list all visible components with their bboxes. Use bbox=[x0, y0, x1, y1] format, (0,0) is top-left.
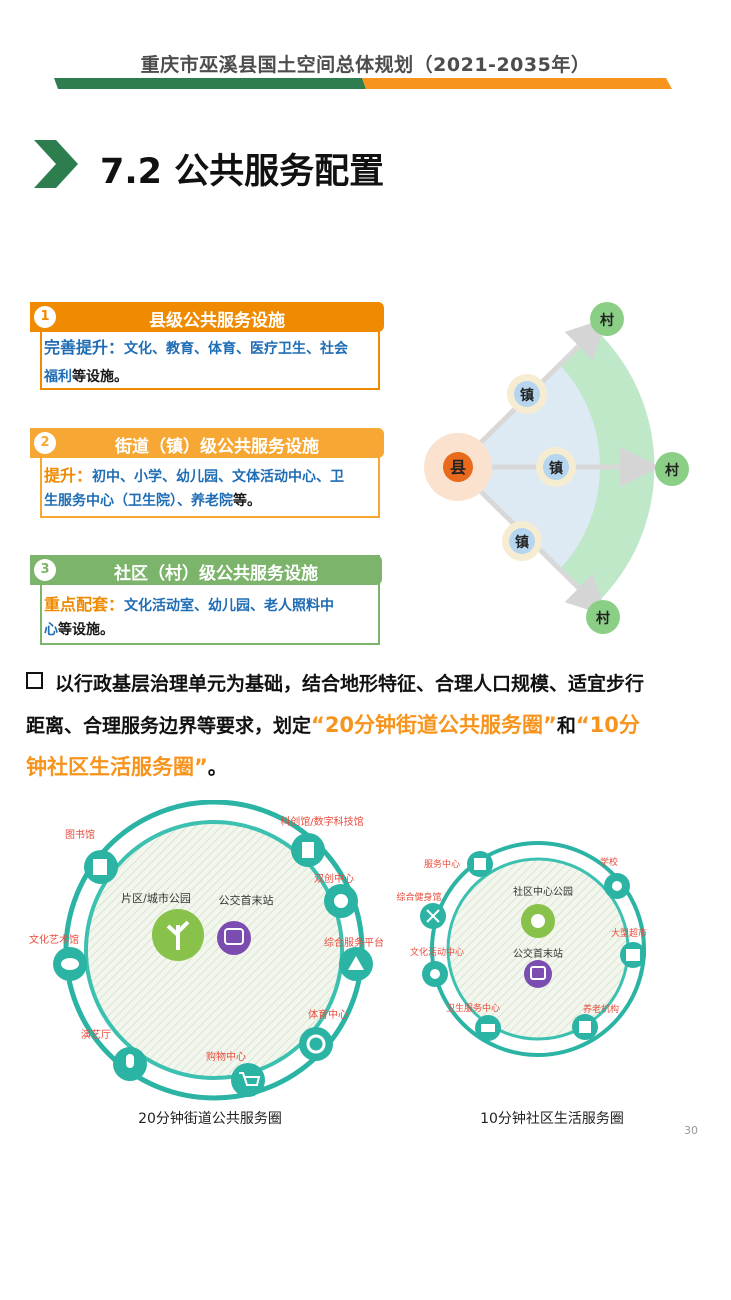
card-body: 提升：初中、小学、幼儿园、文体活动中心、卫 生服务中心（卫生院）、养老院等。 bbox=[42, 464, 374, 513]
center-bus-label: 公交首末站 bbox=[513, 947, 563, 960]
card-text-2: 福利 bbox=[44, 369, 72, 385]
card-tail: 等设施。 bbox=[72, 369, 128, 385]
card-text: 文化活动室、幼儿园、老人照料中 bbox=[124, 598, 335, 614]
community-facilities-card: 3 社区（村）级公共服务设施 重点配套：文化活动室、幼儿园、老人照料中 心等设施… bbox=[30, 555, 382, 645]
ring-label-innovation: 双创中心 bbox=[314, 872, 354, 885]
card-number: 1 bbox=[34, 306, 56, 328]
paragraph-line-1: 以行政基层治理单元为基础，结合地形特征、合理人口规模、适宜步行 bbox=[55, 673, 645, 695]
ring-label-art: 文化艺术馆 bbox=[29, 933, 79, 946]
section-chevron-icon bbox=[34, 140, 78, 188]
street-facilities-card: 2 街道（镇）级公共服务设施 提升：初中、小学、幼儿园、文体活动中心、卫 生服务… bbox=[30, 428, 384, 518]
svg-text:镇: 镇 bbox=[520, 387, 534, 404]
svg-text:村: 村 bbox=[596, 610, 610, 627]
science-museum-icon bbox=[291, 833, 325, 867]
card-tail: 等。 bbox=[233, 493, 261, 509]
theater-microphone-icon bbox=[113, 1047, 147, 1081]
document-title: 重庆市巫溪县国土空间总体规划（2021-2035年） bbox=[140, 54, 591, 76]
town-node-top: 镇 bbox=[507, 374, 547, 414]
service-platform-icon bbox=[339, 947, 373, 981]
section-title: 7.2 公共服务配置 bbox=[100, 152, 385, 192]
supermarket-icon bbox=[620, 942, 646, 968]
health-center-icon bbox=[475, 1015, 501, 1041]
library-icon bbox=[84, 850, 118, 884]
card-key: 提升： bbox=[44, 466, 93, 485]
ring-label-sports: 体育中心 bbox=[308, 1008, 348, 1021]
card-body: 重点配套：文化活动室、幼儿园、老人照料中 心等设施。 bbox=[42, 593, 374, 642]
center-bus-label: 公交首末站 bbox=[219, 893, 274, 907]
service-center-icon bbox=[467, 851, 493, 877]
center-park-label: 片区/城市公园 bbox=[121, 891, 191, 905]
center-park-label: 社区中心公园 bbox=[513, 885, 573, 898]
ring-label-shopping: 购物中心 bbox=[206, 1050, 246, 1063]
card-title: 街道（镇）级公共服务设施 bbox=[115, 437, 319, 457]
shopping-cart-icon bbox=[231, 1063, 265, 1097]
ring-label-supermarket: 大型超市 bbox=[611, 927, 647, 939]
county-label: 县 bbox=[450, 458, 466, 477]
card-text-2: 生服务中心（卫生院）、养老院 bbox=[44, 493, 233, 509]
ring-label-health: 卫生服务中心 bbox=[446, 1002, 500, 1014]
ring-label-culture: 文化活动中心 bbox=[410, 946, 464, 958]
caption-20min: 20分钟街道公共服务圈 bbox=[138, 1111, 282, 1127]
card-tail: 等设施。 bbox=[58, 622, 114, 638]
paragraph-and: 和 bbox=[556, 715, 576, 737]
card-header: 2 街道（镇）级公共服务设施 bbox=[30, 428, 384, 458]
fitness-center-icon bbox=[420, 903, 446, 929]
svg-text:镇: 镇 bbox=[549, 460, 563, 477]
caption-10min: 10分钟社区生活服务圈 bbox=[480, 1111, 624, 1127]
town-node-mid: 镇 bbox=[536, 447, 576, 487]
card-title: 社区（村）级公共服务设施 bbox=[114, 564, 318, 584]
innovation-center-icon bbox=[324, 884, 358, 918]
paragraph-line-2: 距离、合理服务边界等要求，划定 bbox=[26, 715, 312, 737]
village-node-bottom: 村 bbox=[586, 600, 620, 634]
art-museum-icon bbox=[53, 947, 87, 981]
culture-center-icon bbox=[422, 961, 448, 987]
header-color-bar bbox=[54, 78, 672, 89]
card-key: 重点配套： bbox=[44, 595, 125, 614]
highlight-10min-end: 钟社区生活服务圈” bbox=[26, 755, 208, 779]
county-facilities-card: 1 县级公共服务设施 完善提升：文化、教育、体育、医疗卫生、社会 福利等设施。 bbox=[30, 302, 384, 391]
page-number: 30 bbox=[684, 1124, 698, 1137]
town-node-bottom: 镇 bbox=[502, 521, 542, 561]
card-key: 完善提升： bbox=[44, 338, 125, 357]
svg-text:村: 村 bbox=[600, 312, 614, 329]
ring-label-service: 服务中心 bbox=[424, 858, 460, 870]
card-text-2: 心 bbox=[44, 622, 58, 638]
card-header: 3 社区（村）级公共服务设施 bbox=[30, 555, 382, 585]
card-title: 县级公共服务设施 bbox=[149, 311, 285, 331]
card-text: 文化、教育、体育、医疗卫生、社会 bbox=[124, 341, 349, 357]
card-header: 1 县级公共服务设施 bbox=[30, 302, 384, 332]
ring-label-school: 学校 bbox=[600, 856, 618, 868]
village-node-mid: 村 bbox=[655, 452, 689, 486]
hierarchy-fan-diagram: 县 镇 镇 镇 村 村 村 bbox=[424, 302, 689, 634]
policy-paragraph: 以行政基层治理单元为基础，结合地形特征、合理人口规模、适宜步行 距离、合理服务边… bbox=[26, 664, 716, 789]
checkbox-bullet-icon bbox=[26, 672, 43, 689]
ring-label-science: 科创馆/数字科技馆 bbox=[280, 815, 363, 828]
card-body: 完善提升：文化、教育、体育、医疗卫生、社会 福利等设施。 bbox=[42, 334, 374, 391]
ring-label-elderly: 养老机构 bbox=[583, 1003, 619, 1015]
school-icon bbox=[604, 873, 630, 899]
ring-label-theater: 演艺厅 bbox=[81, 1028, 111, 1041]
elderly-care-icon bbox=[572, 1014, 598, 1040]
highlight-20min: “20分钟街道公共服务圈” bbox=[311, 713, 557, 737]
twenty-minute-service-circle: 片区/城市公园 公交首末站 图书馆 科创馆/数字科技馆 双创中心 综合服务平台 … bbox=[29, 800, 384, 1101]
ten-minute-service-circle: 社区中心公园 公交首末站 服务中心 学校 综合健身馆 大型超市 文化活动中心 卫… bbox=[396, 841, 647, 1057]
card-text: 初中、小学、幼儿园、文体活动中心、卫 bbox=[92, 469, 345, 485]
ring-label-fitness: 综合健身馆 bbox=[396, 891, 441, 903]
card-number: 2 bbox=[34, 432, 56, 454]
village-node-top: 村 bbox=[590, 302, 624, 336]
svg-text:村: 村 bbox=[665, 462, 679, 479]
card-number: 3 bbox=[34, 559, 56, 581]
highlight-10min-start: “10分 bbox=[575, 713, 640, 737]
ring-label-platform: 综合服务平台 bbox=[324, 936, 384, 949]
paragraph-end: 。 bbox=[207, 757, 227, 779]
sports-center-icon bbox=[299, 1027, 333, 1061]
ring-label-library: 图书馆 bbox=[65, 828, 95, 841]
svg-text:镇: 镇 bbox=[515, 534, 529, 551]
